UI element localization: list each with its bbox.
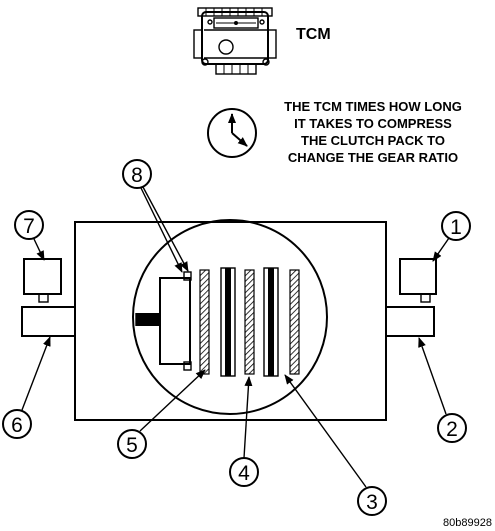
clock-icon	[207, 108, 257, 158]
clutch-plate-2	[244, 269, 255, 375]
svg-text:6: 6	[11, 414, 23, 437]
callout-7: 7	[14, 210, 44, 240]
sensor-right	[399, 258, 437, 295]
caption-line-2: IT TAKES TO COMPRESS	[294, 116, 452, 131]
caption: THE TCM TIMES HOW LONG IT TAKES TO COMPR…	[284, 99, 462, 165]
svg-text:5: 5	[126, 434, 138, 457]
callout-8: 8	[122, 159, 152, 189]
callout-5: 5	[117, 429, 147, 459]
svg-text:7: 7	[23, 215, 35, 238]
clutch-pack	[199, 267, 300, 377]
svg-text:3: 3	[366, 491, 378, 514]
sensor-left	[23, 258, 62, 295]
svg-text:1: 1	[450, 216, 462, 239]
clutch-plate-3	[289, 269, 300, 375]
tcm-module-icon	[193, 7, 277, 75]
magnified-view-circle	[132, 219, 328, 415]
callout-6: 6	[2, 409, 32, 439]
callout-2: 2	[437, 413, 467, 443]
figure-code: 80b89928	[443, 517, 492, 529]
caption-line-1: THE TCM TIMES HOW LONG	[284, 99, 462, 114]
caption-line-3: THE CLUTCH PACK TO	[301, 133, 445, 148]
svg-text:2: 2	[446, 418, 458, 441]
output-shaft-right	[385, 306, 435, 337]
caption-line-4: CHANGE THE GEAR RATIO	[288, 150, 458, 165]
callout-1: 1	[441, 211, 471, 241]
svg-text:8: 8	[131, 164, 143, 187]
clutch-piston	[135, 271, 192, 371]
leader-lines	[21, 186, 450, 488]
tcm-label: TCM	[296, 26, 331, 43]
input-shaft-left	[21, 306, 76, 337]
svg-text:4: 4	[238, 462, 250, 485]
callout-3: 3	[357, 486, 387, 516]
callout-4: 4	[229, 457, 259, 487]
clutch-plate-1	[199, 269, 210, 375]
